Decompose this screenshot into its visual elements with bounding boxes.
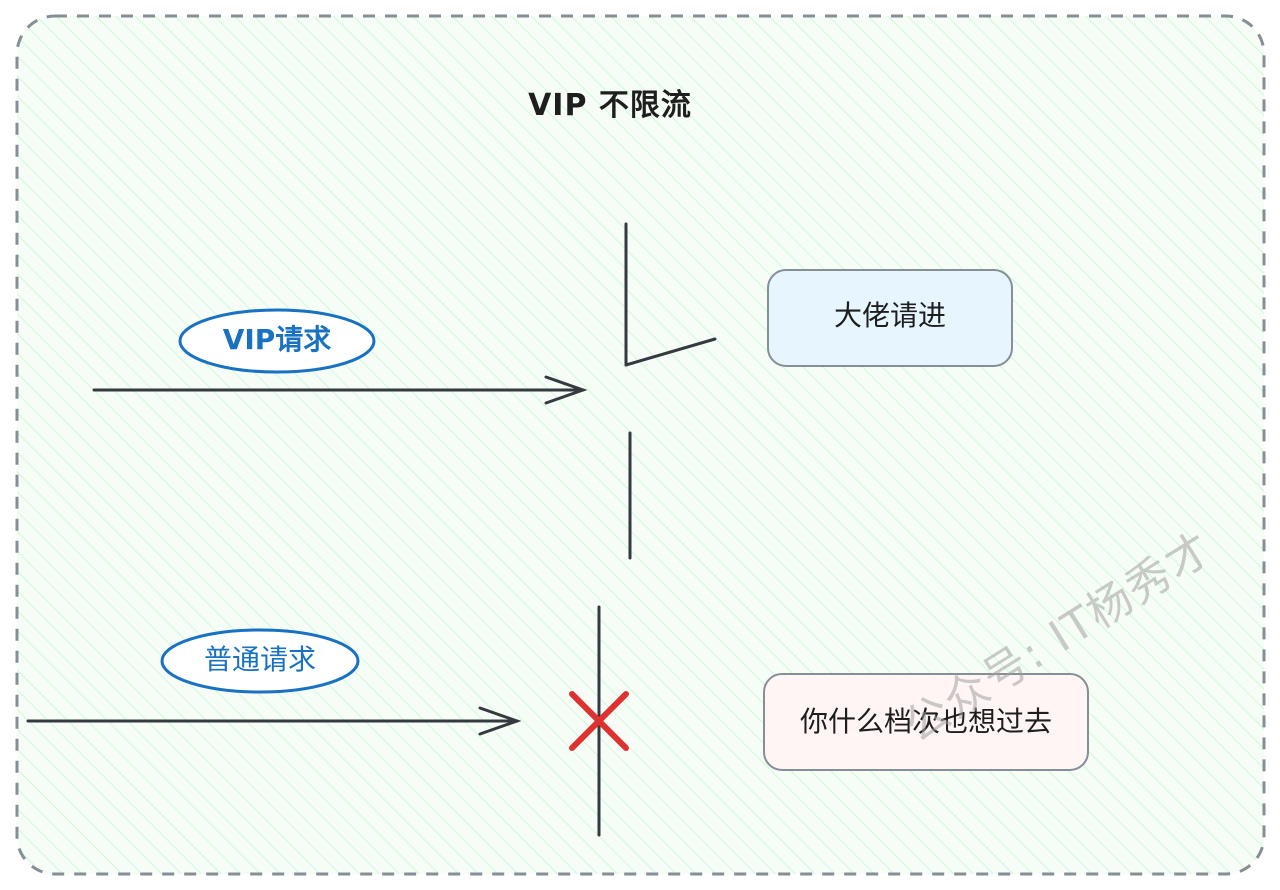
diagram-title: VIP 不限流 — [528, 88, 692, 123]
vip-request-label: VIP请求 — [222, 323, 332, 356]
vip-arrow — [92, 375, 588, 405]
normal-request-label: 普通请求 — [203, 643, 316, 676]
vip-request-ellipse — [178, 308, 376, 374]
normal-result-box — [763, 673, 1089, 771]
normal-arrow — [26, 706, 522, 736]
reject-cross-icon — [569, 691, 629, 751]
open-gate-icon — [624, 222, 717, 560]
normal-result-text: 你什么档次也想过去 — [799, 705, 1052, 738]
normal-request-ellipse — [160, 628, 360, 694]
vip-result-box — [767, 269, 1013, 367]
vip-result-text: 大佬请进 — [833, 299, 946, 332]
